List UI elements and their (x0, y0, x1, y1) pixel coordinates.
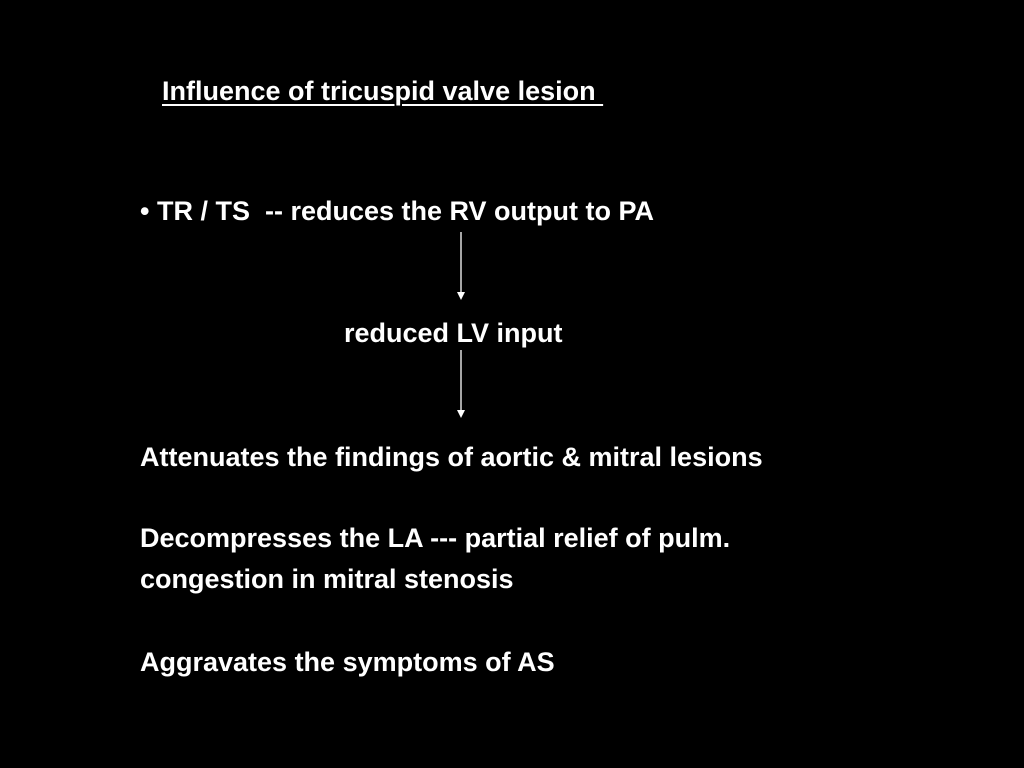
slide-title: Influence of tricuspid valve lesion (162, 76, 604, 106)
decompresses-text-line-2: congestion in mitral stenosis (140, 564, 514, 594)
down-arrow-icon (457, 232, 465, 300)
aggravates-text: Aggravates the symptoms of AS (140, 647, 555, 677)
down-arrow-icon (457, 350, 465, 418)
bullet-tr-ts: • TR / TS -- reduces the RV output to PA (140, 196, 654, 226)
decompresses-text-line-1: Decompresses the LA --- partial relief o… (140, 523, 731, 553)
attenuates-text: Attenuates the findings of aortic & mitr… (140, 442, 763, 472)
reduced-lv-input-text: reduced LV input (344, 318, 563, 348)
